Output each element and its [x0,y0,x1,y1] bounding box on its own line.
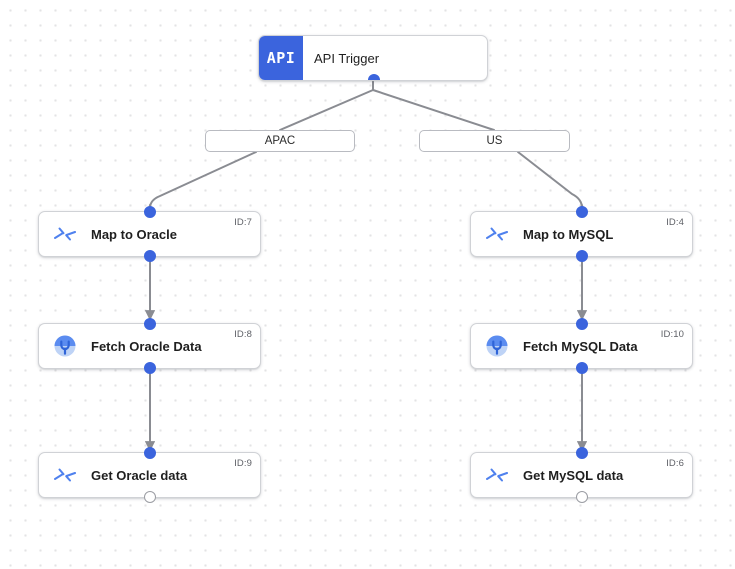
node-title: Map to MySQL [523,226,614,242]
map-arrows-icon [52,462,78,488]
node-id-badge: ID:9 [234,458,252,469]
node-title: API Trigger [314,50,380,66]
port-input[interactable] [575,206,588,218]
node-map-to-mysql[interactable]: Map to MySQL ID:4 [470,206,693,262]
map-arrows-icon [484,221,510,247]
port-output[interactable] [143,491,156,503]
map-arrows-icon [484,462,510,488]
port-output[interactable] [143,250,156,262]
node-id-badge: ID:6 [666,458,684,469]
port-output[interactable] [368,74,380,80]
edge-trigger-apac [279,81,374,131]
port-output[interactable] [143,362,156,374]
node-api-trigger[interactable]: API API Trigger [258,35,488,81]
port-input[interactable] [575,318,588,330]
node-id-badge: ID:8 [234,329,252,340]
node-title: Get MySQL data [523,467,624,483]
node-get-oracle-data[interactable]: Get Oracle data ID:9 [38,447,261,503]
edge-apac-map-oracle [144,151,257,214]
port-output[interactable] [575,491,588,503]
node-id-badge: ID:4 [666,217,684,228]
edge-trigger-us [372,81,495,131]
map-arrows-icon [52,221,78,247]
port-input[interactable] [575,447,588,459]
node-title: Get Oracle data [91,467,188,483]
port-input[interactable] [143,447,156,459]
node-map-to-oracle[interactable]: Map to Oracle ID:7 [38,206,261,262]
api-icon: API [259,36,303,80]
branch-label-text: US [486,135,503,147]
node-title: Fetch MySQL Data [523,338,638,354]
node-title: Fetch Oracle Data [91,338,202,354]
branch-label-us[interactable]: US [419,130,570,152]
api-badge-text: API [266,48,296,67]
port-input[interactable] [143,318,156,330]
branch-label-text: APAC [264,135,296,147]
port-output[interactable] [575,362,588,374]
node-id-badge: ID:10 [660,329,684,340]
branch-label-apac[interactable]: APAC [205,130,355,152]
edge-us-map-mysql [517,151,588,214]
node-get-mysql-data[interactable]: Get MySQL data ID:6 [470,447,693,503]
node-id-badge: ID:7 [234,217,252,228]
port-output[interactable] [575,250,588,262]
node-fetch-mysql-data[interactable]: Fetch MySQL Data ID:10 [470,318,693,374]
node-title: Map to Oracle [91,226,177,242]
node-fetch-oracle-data[interactable]: Fetch Oracle Data ID:8 [38,318,261,374]
database-plug-icon [484,333,510,359]
database-plug-icon [52,333,78,359]
port-input[interactable] [143,206,156,218]
